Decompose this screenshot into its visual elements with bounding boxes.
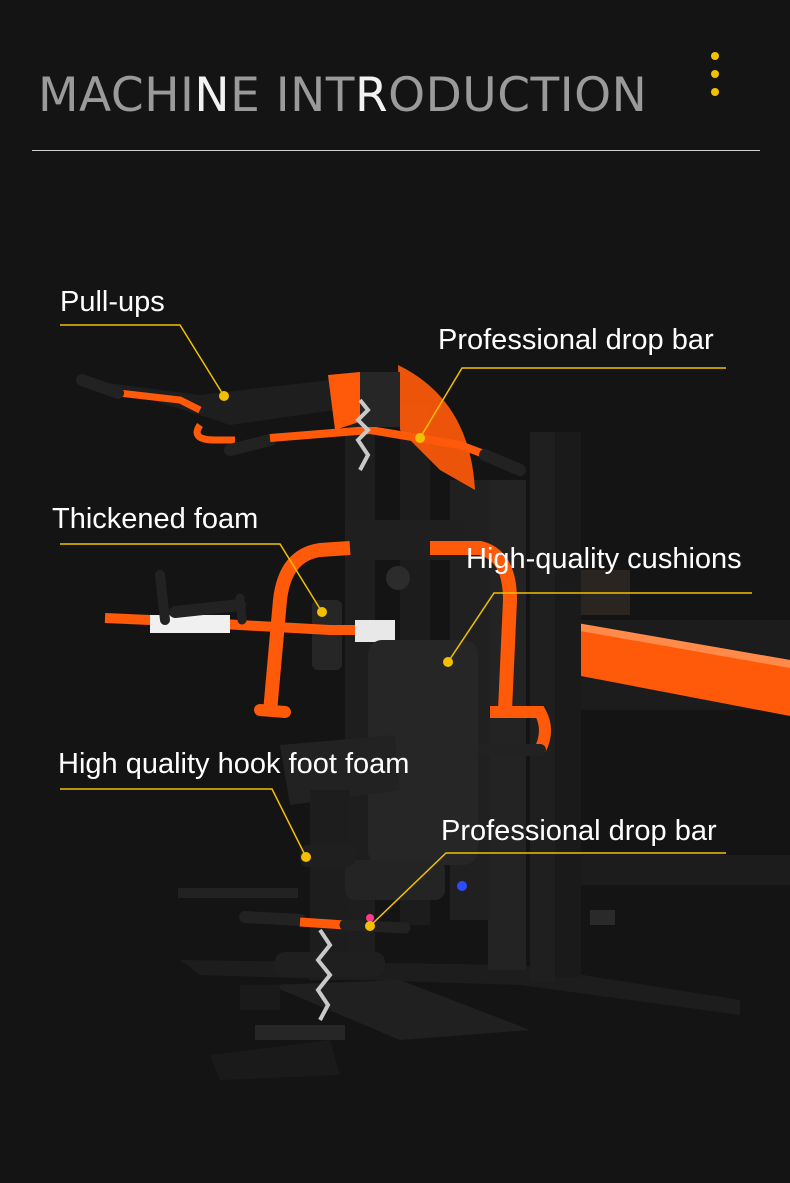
callout-label-drop-bar-bottom: Professional drop bar [441,815,717,847]
vertical-dots-icon[interactable] [709,52,721,96]
callout-label-pull-ups: Pull-ups [60,286,165,318]
dot [711,88,719,96]
title-part: MACHI [38,68,195,123]
top-arms [76,365,526,490]
callout-label-cushions: High-quality cushions [466,543,742,575]
title-part: E INT [230,68,355,123]
header-divider [32,150,760,151]
callout-label-thickened-foam: Thickened foam [52,503,259,535]
dot [711,52,719,60]
page-title: MACHINE INTRODUCTION [38,72,647,119]
callout-label-drop-bar-top: Professional drop bar [438,324,714,356]
seat-assembly [239,640,478,1021]
title-part: R [354,68,389,123]
title-part: N [194,68,231,123]
callout-label-hook-foot-foam: High quality hook foot foam [58,748,410,780]
title-part: ODUCTION [388,68,648,123]
dot [711,70,719,78]
